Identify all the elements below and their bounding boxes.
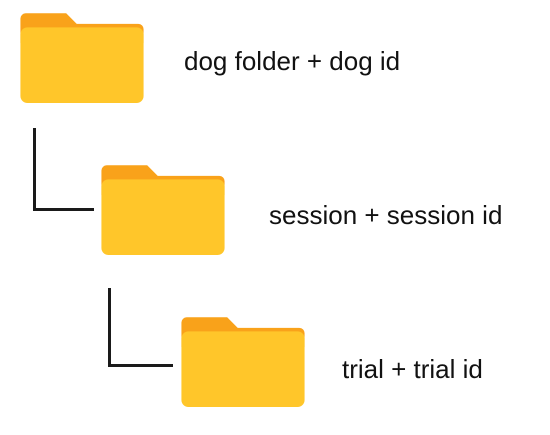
session-folder-icon [93,160,233,255]
tree-connector [33,128,94,211]
trial-folder-label: trial + trial id [342,354,483,384]
trial-folder-icon [173,312,313,407]
tree-connector [108,288,173,367]
session-folder-label: session + session id [269,200,503,230]
dog-folder-label: dog folder + dog id [184,46,401,76]
dog-folder-icon [12,8,152,103]
